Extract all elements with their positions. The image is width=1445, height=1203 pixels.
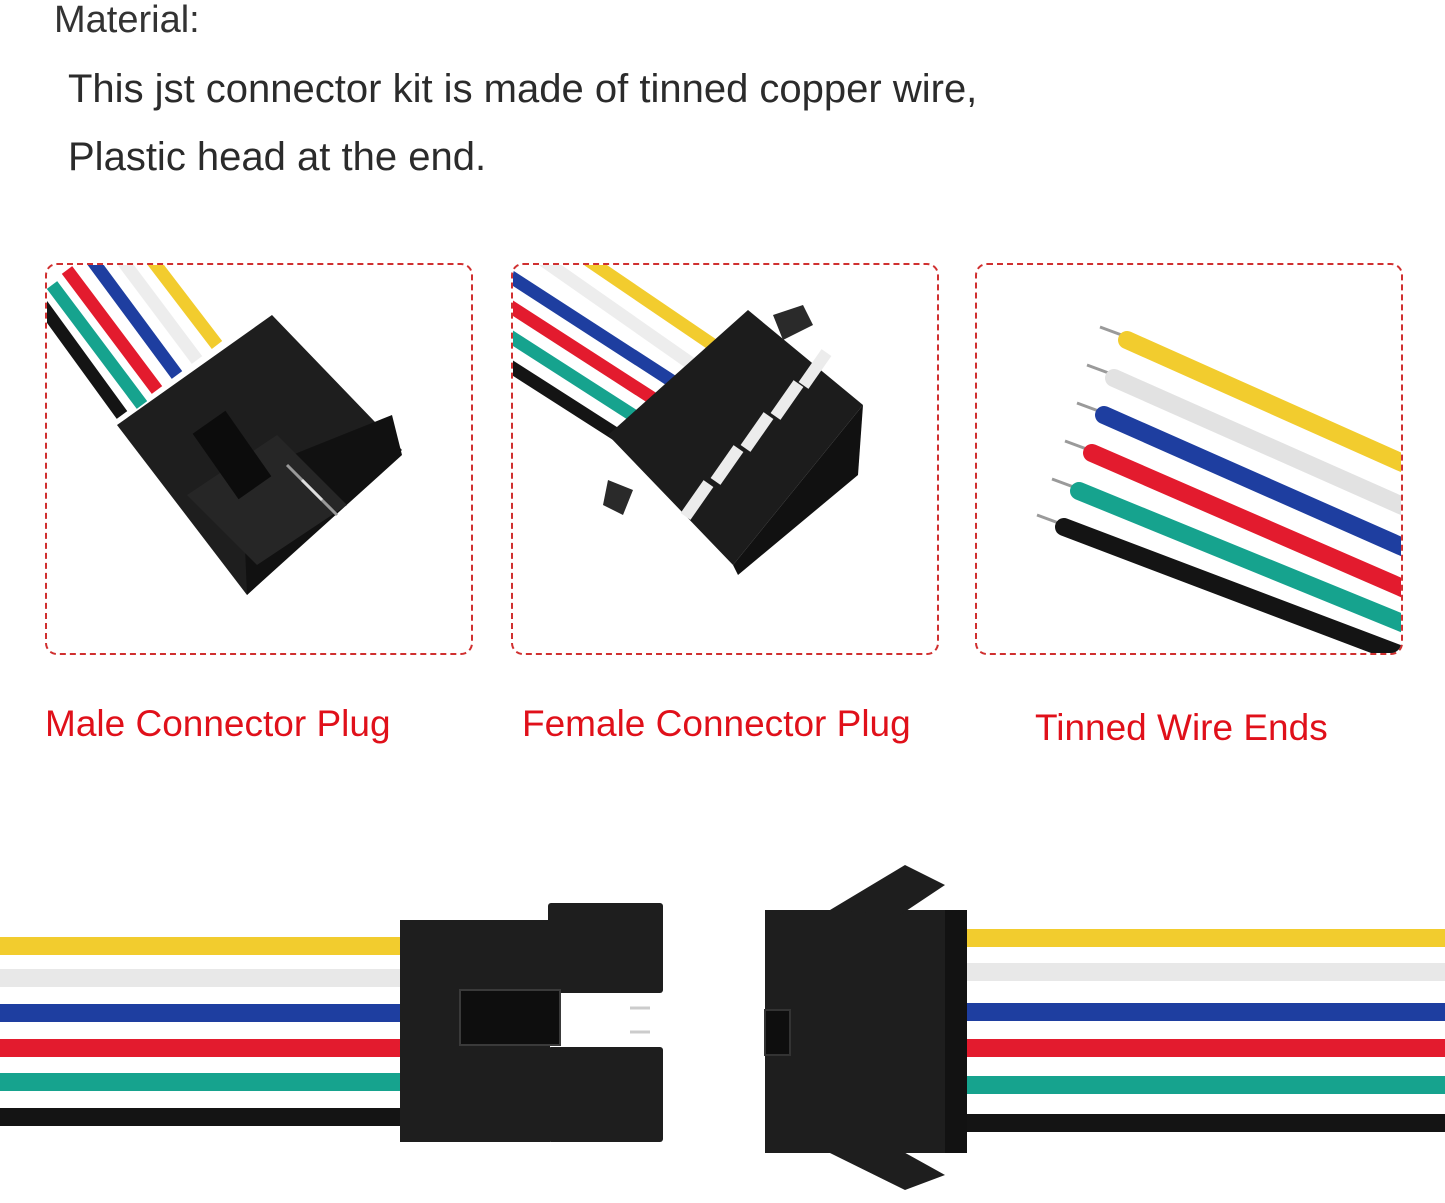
male-connector-caption: Male Connector Plug bbox=[45, 703, 391, 744]
mated-connectors-image bbox=[0, 865, 1445, 1190]
female-connector-image bbox=[513, 265, 863, 575]
tinned-wire-ends-image bbox=[1036, 325, 1401, 653]
male-connector-image bbox=[47, 265, 402, 595]
female-connector-panel bbox=[511, 263, 939, 655]
material-description-line-2: Plastic head at the end. bbox=[68, 135, 487, 179]
tinned-wire-ends-caption: Tinned Wire Ends bbox=[1035, 707, 1328, 748]
female-connector-caption: Female Connector Plug bbox=[522, 703, 911, 744]
material-heading: Material: bbox=[54, 0, 200, 41]
tinned-wire-ends-panel bbox=[975, 263, 1403, 655]
material-description-line-1: This jst connector kit is made of tinned… bbox=[68, 67, 978, 111]
male-connector-panel bbox=[45, 263, 473, 655]
